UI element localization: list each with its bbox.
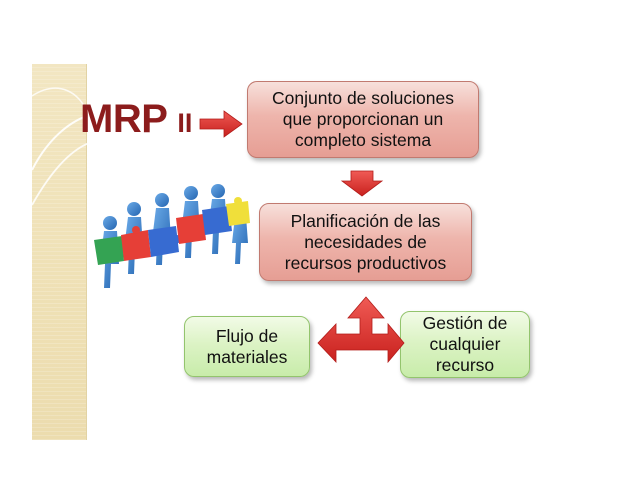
resource-management-box: Gestión de cualquier recurso <box>400 311 530 378</box>
title-sub: II <box>177 108 193 138</box>
material-flow-box: Flujo de materiales <box>184 316 310 377</box>
planning-text: Planificación de las necesidades de recu… <box>284 210 447 273</box>
title-main: MRP <box>80 97 168 141</box>
definition-box: Conjunto de soluciones que proporcionan … <box>247 81 479 158</box>
page-title: MRP II <box>80 97 192 151</box>
resource-management-text: Gestión de cualquier recurso <box>422 313 508 375</box>
team-puzzle-icon <box>94 184 250 288</box>
planning-box: Planificación de las necesidades de recu… <box>259 203 472 281</box>
definition-text: Conjunto de soluciones que proporcionan … <box>272 88 454 150</box>
decorative-side-panel <box>32 64 87 440</box>
material-flow-text: Flujo de materiales <box>206 325 288 367</box>
